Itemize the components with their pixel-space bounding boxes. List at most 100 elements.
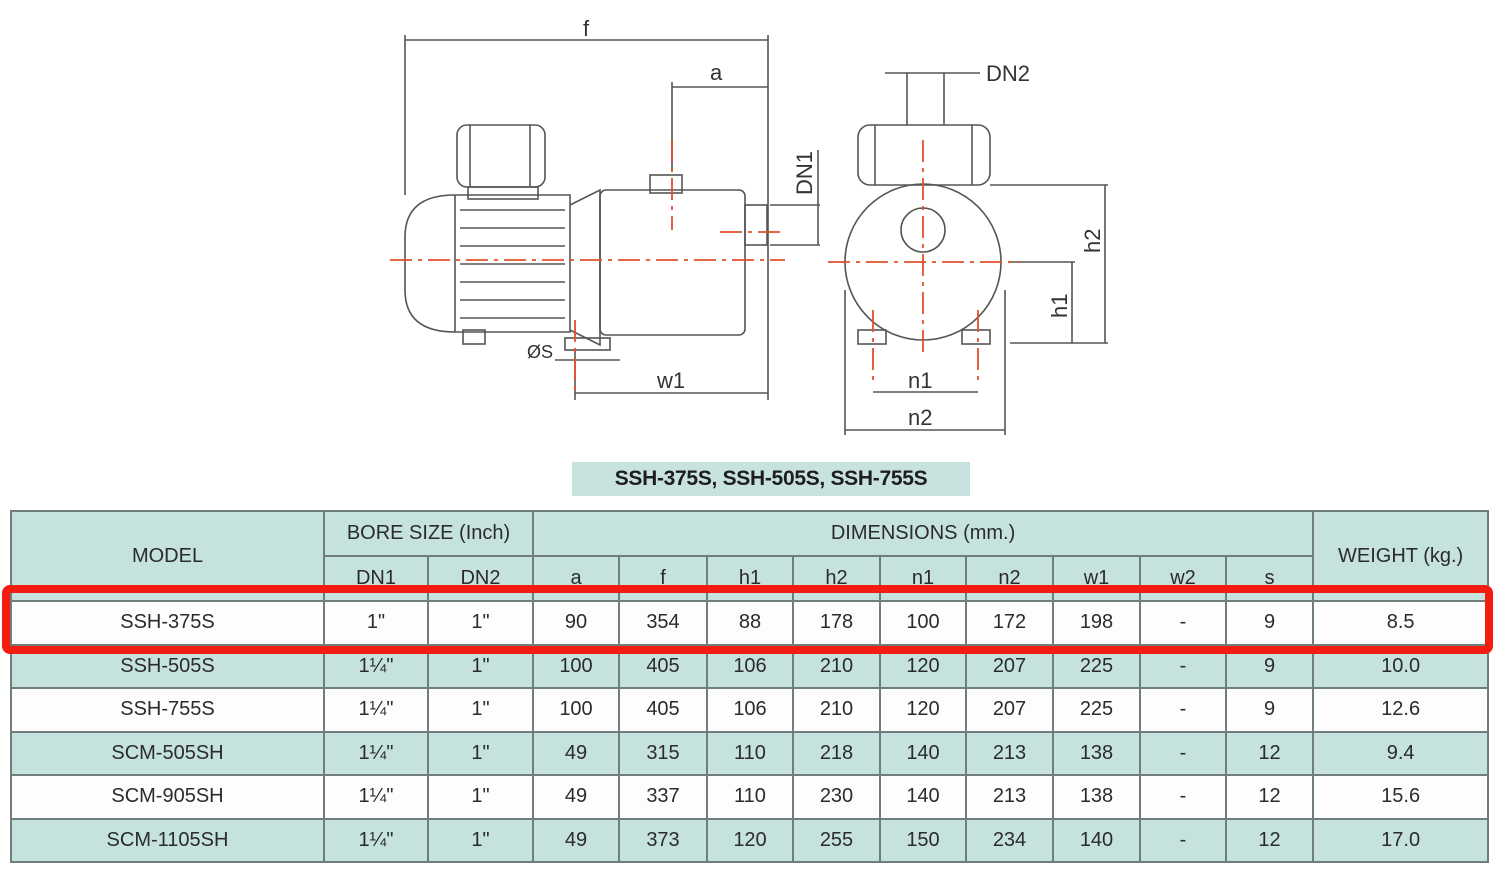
pump-dimension-drawing: f a DN1 DN2 h2 h1 ØS w1 n1 n2 bbox=[390, 16, 1108, 435]
motor-fins bbox=[454, 195, 565, 332]
header-n1: n1 bbox=[879, 555, 967, 602]
value-cell: 90 bbox=[532, 600, 620, 646]
value-cell: 120 bbox=[879, 643, 967, 689]
header-w1: w1 bbox=[1052, 555, 1141, 602]
model-cell: SSH-375S bbox=[10, 600, 325, 646]
value-cell: 110 bbox=[706, 730, 794, 776]
label-n1: n1 bbox=[908, 368, 932, 393]
value-cell: - bbox=[1139, 774, 1227, 820]
header-model: MODEL bbox=[10, 510, 325, 602]
value-cell: 140 bbox=[879, 730, 967, 776]
value-cell: 9 bbox=[1224, 687, 1315, 733]
value-cell: 12 bbox=[1224, 817, 1315, 863]
pump-casing bbox=[599, 189, 746, 336]
front-cap bbox=[857, 124, 991, 186]
value-cell: 178 bbox=[792, 600, 881, 646]
value-cell: 49 bbox=[532, 817, 620, 863]
value-cell: 354 bbox=[618, 600, 708, 646]
value-cell: 213 bbox=[965, 730, 1054, 776]
dimensions-table: MODEL BORE SIZE (Inch) DIMENSIONS (mm.) … bbox=[10, 510, 1490, 863]
model-cell: SSH-755S bbox=[10, 687, 325, 733]
header-n2: n2 bbox=[965, 555, 1054, 602]
value-cell: 1¼" bbox=[323, 687, 429, 733]
header-h2: h2 bbox=[792, 555, 881, 602]
value-cell: 1¼" bbox=[323, 774, 429, 820]
value-cell: 100 bbox=[532, 687, 620, 733]
value-cell: 106 bbox=[706, 643, 794, 689]
value-cell: - bbox=[1139, 600, 1227, 646]
header-w2: w2 bbox=[1139, 555, 1227, 602]
value-cell: 1" bbox=[427, 774, 534, 820]
value-cell: 405 bbox=[618, 643, 708, 689]
label-f: f bbox=[583, 16, 590, 41]
value-cell: 207 bbox=[965, 687, 1054, 733]
label-w1: w1 bbox=[656, 368, 685, 393]
value-cell: 138 bbox=[1052, 774, 1141, 820]
value-cell: 140 bbox=[1052, 817, 1141, 863]
header-weight: WEIGHT (kg.) bbox=[1312, 510, 1490, 602]
value-cell: 1" bbox=[427, 687, 534, 733]
label-s: ØS bbox=[527, 342, 553, 362]
value-cell: - bbox=[1139, 687, 1227, 733]
value-cell: 210 bbox=[792, 643, 881, 689]
value-cell: - bbox=[1139, 817, 1227, 863]
value-cell: 12 bbox=[1224, 774, 1315, 820]
header-f: f bbox=[618, 555, 708, 602]
value-cell: 12.6 bbox=[1312, 687, 1490, 733]
value-cell: 12 bbox=[1224, 730, 1315, 776]
value-cell: 255 bbox=[792, 817, 881, 863]
model-cell: SSH-505S bbox=[10, 643, 325, 689]
value-cell: 9.4 bbox=[1312, 730, 1490, 776]
value-cell: 337 bbox=[618, 774, 708, 820]
value-cell: 9 bbox=[1224, 643, 1315, 689]
value-cell: 225 bbox=[1052, 687, 1141, 733]
value-cell: 1" bbox=[427, 643, 534, 689]
value-cell: - bbox=[1139, 643, 1227, 689]
value-cell: 405 bbox=[618, 687, 708, 733]
value-cell: 172 bbox=[965, 600, 1054, 646]
motor-body bbox=[404, 194, 571, 333]
value-cell: 120 bbox=[706, 817, 794, 863]
value-cell: 17.0 bbox=[1312, 817, 1490, 863]
value-cell: 150 bbox=[879, 817, 967, 863]
outlet-pipe bbox=[744, 204, 768, 246]
header-h1: h1 bbox=[706, 555, 794, 602]
value-cell: 1¼" bbox=[323, 643, 429, 689]
value-cell: 8.5 bbox=[1312, 600, 1490, 646]
label-h2: h2 bbox=[1080, 229, 1105, 253]
value-cell: 110 bbox=[706, 774, 794, 820]
value-cell: 218 bbox=[792, 730, 881, 776]
value-cell: 138 bbox=[1052, 730, 1141, 776]
label-dn2: DN2 bbox=[986, 61, 1030, 86]
value-cell: 10.0 bbox=[1312, 643, 1490, 689]
value-cell: 15.6 bbox=[1312, 774, 1490, 820]
value-cell: 225 bbox=[1052, 643, 1141, 689]
header-dn1: DN1 bbox=[323, 555, 429, 602]
model-caption: SSH-375S, SSH-505S, SSH-755S bbox=[572, 462, 970, 496]
label-n2: n2 bbox=[908, 405, 932, 430]
value-cell: 9 bbox=[1224, 600, 1315, 646]
value-cell: 120 bbox=[879, 687, 967, 733]
model-cell: SCM-905SH bbox=[10, 774, 325, 820]
label-a: a bbox=[710, 60, 723, 85]
label-dn1: DN1 bbox=[792, 151, 817, 195]
value-cell: 106 bbox=[706, 687, 794, 733]
value-cell: 1¼" bbox=[323, 817, 429, 863]
value-cell: 49 bbox=[532, 730, 620, 776]
value-cell: 140 bbox=[879, 774, 967, 820]
value-cell: 100 bbox=[532, 643, 620, 689]
value-cell: 230 bbox=[792, 774, 881, 820]
centerlines bbox=[390, 140, 1020, 390]
label-h1: h1 bbox=[1047, 294, 1072, 318]
value-cell: 210 bbox=[792, 687, 881, 733]
value-cell: 1" bbox=[323, 600, 429, 646]
value-cell: 198 bbox=[1052, 600, 1141, 646]
model-cell: SCM-505SH bbox=[10, 730, 325, 776]
value-cell: 1¼" bbox=[323, 730, 429, 776]
header-dn2: DN2 bbox=[427, 555, 534, 602]
